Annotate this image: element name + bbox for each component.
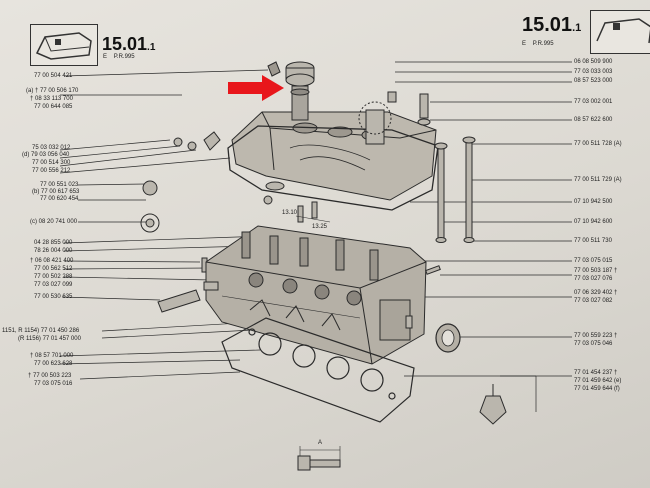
rocker-cover — [231, 111, 437, 201]
part-number-right: 77 00 511 729 (A) — [574, 177, 622, 183]
oil-filler-cap — [285, 61, 315, 121]
part-number-right: 08 57 622 600 — [574, 117, 613, 123]
part-number-left: 77 00 502 288 — [34, 274, 73, 280]
cylinder-head — [205, 225, 427, 365]
part-number-left: 77 03 075 016 — [34, 381, 73, 387]
part-number-left: 78 26 004 000 — [34, 248, 73, 254]
thumbnail-right — [590, 10, 650, 54]
part-number-right: 77 00 503 187 † — [574, 268, 618, 274]
head-bolts — [434, 136, 476, 243]
part-number-left: 77 00 644 085 — [34, 104, 73, 110]
dimension-label: 13.25 — [312, 224, 328, 230]
part-number-right: 77 01 459 644 (f) — [574, 386, 620, 392]
plug-right — [405, 315, 413, 329]
part-number-right: 07 10 942 600 — [574, 219, 613, 225]
part-number-left: 1151, R 1154) 77 01 450 286 — [2, 328, 80, 334]
part-number-right: 77 03 075 046 — [574, 341, 613, 347]
part-number-left: 75 03 032 012 — [32, 145, 71, 151]
stud-right — [425, 265, 441, 275]
part-number-right: 77 03 075 015 — [574, 258, 613, 264]
part-number-left: 77 00 562 512 — [34, 266, 73, 272]
part-number-right: 07 06 329 402 † — [574, 290, 618, 296]
thumbnail-left — [30, 24, 98, 66]
left-small-parts — [140, 131, 285, 233]
part-number-left: 77 00 504 421 — [34, 73, 73, 79]
part-number-left: 77 00 620 454 — [40, 196, 79, 202]
section-number-left: 15.01.1 — [102, 34, 156, 54]
part-number-left: † 08 33 113 700 — [30, 96, 73, 102]
section-code-left: E P.R.995 — [103, 54, 135, 60]
manifold-stud — [157, 281, 219, 313]
part-number-right: 06 08 509 900 — [574, 59, 613, 65]
part-number-right: 77 03 033 003 — [574, 69, 613, 75]
engine-thumbnail-icon — [35, 32, 92, 60]
part-number-right: 77 03 002 001 — [574, 99, 613, 105]
section-code-right: E P.R.995 — [522, 41, 554, 47]
head-bolt-detail — [297, 446, 341, 471]
part-number-left: (c) 08 20 741 000 — [30, 219, 78, 225]
breather-fitting — [358, 101, 392, 145]
cover-gasket — [227, 125, 439, 211]
dimension-label: A — [318, 440, 323, 446]
part-number-right: 77 01 454 237 † — [574, 370, 618, 376]
part-number-left: 77 03 027 099 — [34, 282, 73, 288]
part-number-right: 77 00 511 728 (A) — [574, 141, 622, 147]
part-number-right: 77 00 511 730 — [574, 238, 612, 244]
part-number-left: 77 00 623 628 — [34, 361, 73, 367]
clip-part — [387, 91, 397, 103]
part-number-left: † 77 00 503 223 — [28, 373, 72, 379]
part-number-left: 77 00 514 300 — [32, 160, 71, 166]
engine-thumbnail-icon — [596, 18, 650, 44]
part-number-right: 77 03 027 082 — [574, 298, 613, 304]
part-number-right: 77 03 027 076 — [574, 276, 613, 282]
tag-icon — [479, 384, 507, 425]
dowels — [201, 201, 318, 273]
part-number-left: (R 1156) 77 01 457 000 — [18, 336, 81, 342]
washer — [417, 118, 431, 126]
dimension-label: 13.10 — [282, 210, 298, 216]
part-number-right: 08 57 523 000 — [574, 78, 613, 84]
part-number-left: (d) 79 03 056 040 — [22, 152, 70, 158]
section-number-right: 15.01.1 — [522, 14, 582, 36]
part-number-left: † 08 57 701 000 — [30, 353, 74, 359]
part-number-left: (b) 77 00 617 653 — [32, 189, 80, 195]
stud-bolt — [419, 93, 429, 119]
part-number-right: 07 10 942 500 — [574, 199, 613, 205]
part-number-left: 77 00 551 023 — [40, 182, 79, 188]
part-number-left: 77 00 556 212 — [32, 168, 71, 174]
part-number-left: 04 28 855 000 — [34, 240, 73, 246]
part-number-left: (a) † 77 00 506 170 — [26, 88, 79, 94]
head-gasket — [221, 317, 415, 423]
part-number-right: 77 01 459 642 (e) — [574, 378, 622, 384]
plug-part — [267, 61, 281, 77]
red-arrow-icon — [228, 75, 284, 101]
part-number-left: † 06 08 421 400 — [30, 258, 74, 264]
part-number-left: 77 00 530 635 — [34, 294, 73, 300]
part-number-right: 77 00 559 223 † — [574, 333, 618, 339]
